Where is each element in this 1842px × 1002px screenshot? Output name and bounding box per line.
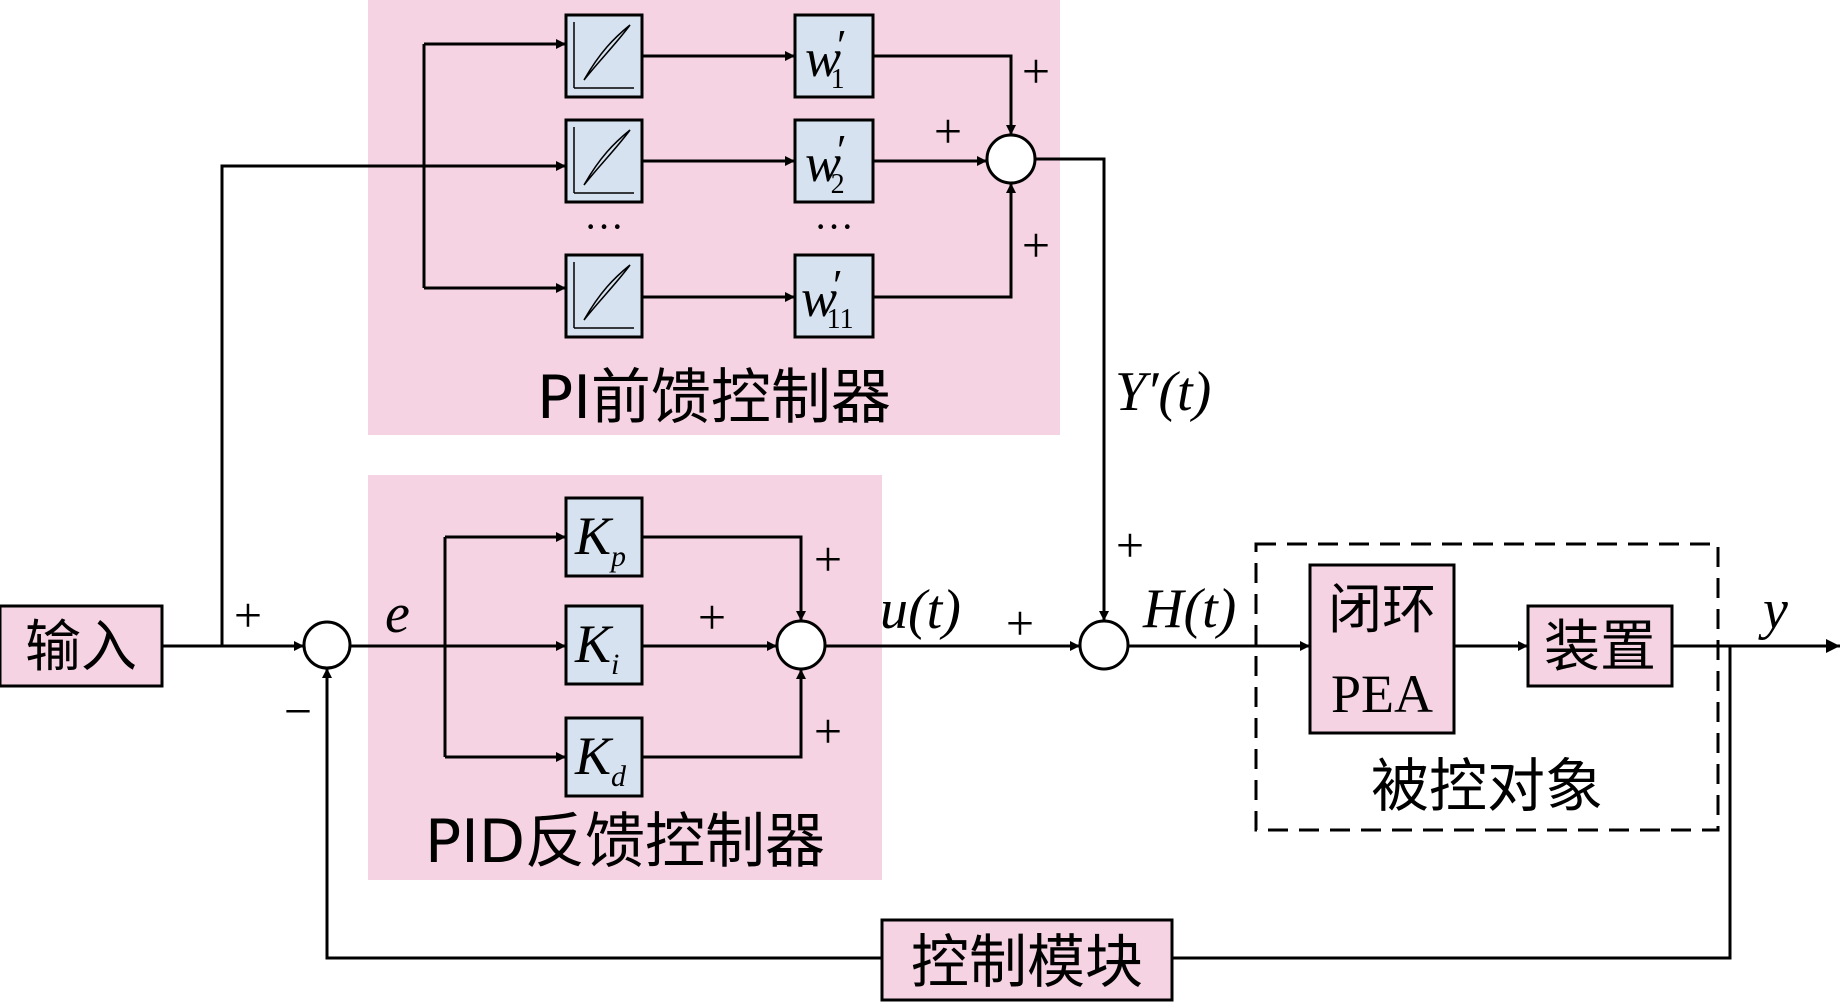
pea-label-line1: 闭环: [1328, 578, 1436, 641]
plus-sign-w2: +: [934, 103, 962, 159]
pi-sum-junction: [985, 133, 1037, 185]
main-sum-junction: [1078, 619, 1130, 671]
ellipsis-hysteresis: ···: [584, 204, 624, 249]
weight-label-2: w′2: [805, 126, 847, 200]
control-module-label: 控制模块: [911, 928, 1143, 996]
hysteresis-block-2: [564, 118, 644, 204]
plus-sign-w11: +: [1022, 217, 1050, 273]
input-block: [0, 604, 164, 688]
hysteresis-block-11: [564, 253, 644, 339]
control-module-block: [880, 918, 1174, 1002]
weight-label-1: w′1: [805, 21, 847, 95]
device-label: 装置: [1544, 615, 1656, 680]
gain-block-kp: [564, 496, 644, 578]
output-y-label: y: [1758, 579, 1788, 641]
gain-label-ki: Ki: [574, 614, 619, 681]
weight-block-11: [793, 253, 875, 339]
pi-controller-title: PI前馈控制器: [537, 363, 891, 433]
error-label: e: [385, 583, 410, 645]
plus-sign-kd: +: [814, 703, 842, 759]
input-label: 输入: [25, 615, 137, 680]
plus-sign-ki: +: [698, 589, 726, 645]
plant-group-box: [1254, 542, 1720, 832]
y-prime-label: Y′(t): [1115, 361, 1211, 423]
error-sum-junction: [302, 620, 352, 670]
weight-block-1: [793, 13, 875, 99]
pid-controller-title: PID反馈控制器: [425, 807, 825, 877]
signal-lines: [162, 39, 1840, 960]
pea-label-line2: PEA: [1331, 664, 1433, 724]
gain-block-kd: [564, 716, 644, 798]
gain-label-kd: Kd: [574, 726, 627, 793]
plus-sign-kp: +: [814, 531, 842, 587]
weight-label-11: w′11: [801, 261, 854, 335]
pi-controller-region: [368, 0, 1060, 435]
plus-sign-input: +: [234, 587, 262, 643]
closed-loop-pea-block: [1308, 563, 1456, 735]
ellipsis-weights: ···: [814, 204, 854, 249]
pid-sum-junction: [775, 619, 827, 671]
plus-sign-w1: +: [1022, 43, 1050, 99]
plus-sign-u: +: [1006, 595, 1034, 651]
u-t-label: u(t): [880, 579, 961, 641]
plus-sign-y-prime: +: [1116, 517, 1144, 573]
plant-group-label: 被控对象: [1371, 752, 1603, 820]
hysteresis-block-1: [564, 13, 644, 99]
h-t-label: H(t): [1142, 578, 1236, 640]
minus-sign-feedback: −: [284, 683, 312, 739]
gain-label-kp: Kp: [574, 506, 626, 573]
sign-labels: + + + + − + + + + +: [234, 43, 1144, 759]
gain-block-ki: [564, 604, 644, 686]
